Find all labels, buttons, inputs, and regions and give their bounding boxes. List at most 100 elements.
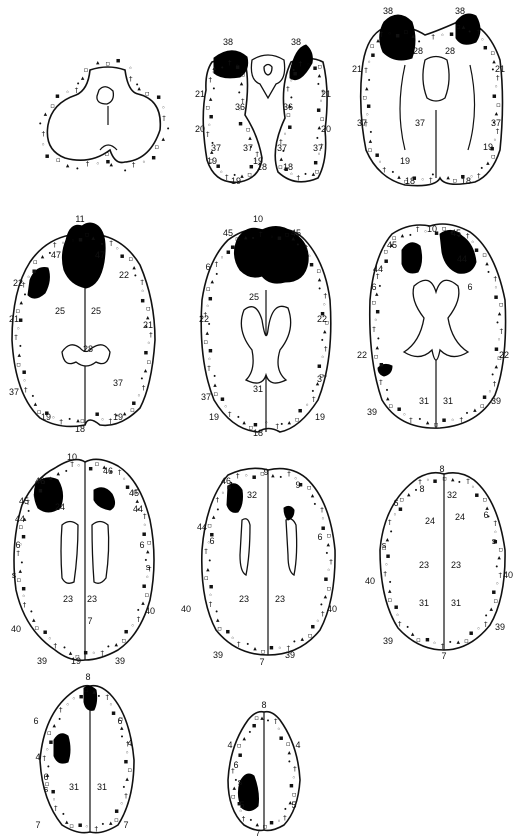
area-label: 47 <box>51 250 61 260</box>
area-label: 24 <box>455 512 465 522</box>
cortical-marker-icon: ◦ <box>141 288 145 296</box>
cortical-marker-icon: ◦ <box>497 336 501 344</box>
area-label: 37 <box>113 378 123 388</box>
cortical-marker-icon: † <box>493 380 497 388</box>
cortical-marker-icon: ◦ <box>71 237 75 245</box>
cortical-marker-icon: ∙ <box>123 167 127 175</box>
cortical-marker-icon: ▫ <box>128 255 133 263</box>
cortical-marker-icon: ∙ <box>279 473 283 481</box>
cortical-marker-icon: ∙ <box>249 816 253 824</box>
cortical-marker-icon: ▴ <box>280 155 284 163</box>
cortical-marker-icon: ◦ <box>319 97 323 105</box>
cortical-marker-icon: ∙ <box>289 94 293 102</box>
cortical-marker-icon: ▴ <box>34 400 38 408</box>
cortical-marker-icon: ▪ <box>492 92 497 100</box>
cortical-marker-icon: ▫ <box>456 23 461 31</box>
cortical-marker-icon: ▪ <box>324 575 329 583</box>
cortical-marker-icon: ▴ <box>288 798 292 806</box>
cortical-marker-icon: ∙ <box>234 776 238 784</box>
cortical-marker-icon: ◦ <box>493 136 497 144</box>
cortical-marker-icon: † <box>500 327 504 335</box>
cortical-marker-icon: † <box>364 67 368 75</box>
cortical-marker-icon: ▫ <box>217 625 222 633</box>
cortical-marker-icon: ▫ <box>370 42 375 50</box>
cortical-marker-icon: ▪ <box>386 552 391 560</box>
cortical-marker-icon: ▫ <box>37 408 42 416</box>
cortical-marker-icon: ▴ <box>451 475 455 483</box>
cortical-marker-icon: ∙ <box>448 638 452 646</box>
cortical-marker-icon: ◦ <box>125 749 129 757</box>
cortical-marker-icon: ∙ <box>58 715 62 723</box>
cortical-marker-icon: ▴ <box>242 419 246 427</box>
cortical-marker-icon: ▫ <box>127 766 132 774</box>
cortical-marker-icon: † <box>23 601 27 609</box>
cortical-marker-icon: ∙ <box>266 717 270 725</box>
cortical-marker-icon: † <box>287 470 291 478</box>
cortical-marker-icon: ◦ <box>421 176 425 184</box>
cortical-marker-icon: ▴ <box>375 343 379 351</box>
cortical-marker-icon: ▴ <box>206 565 210 573</box>
lesion-premotor-left <box>54 734 70 763</box>
cortical-marker-icon: † <box>494 275 498 283</box>
cortical-marker-icon: ▫ <box>50 102 55 110</box>
cortical-marker-icon: ▫ <box>95 460 100 468</box>
cortical-marker-icon: ∙ <box>417 37 421 45</box>
cortical-marker-icon: † <box>208 76 212 84</box>
cortical-marker-icon: ∙ <box>325 549 329 557</box>
cortical-marker-icon: ▴ <box>327 541 331 549</box>
cortical-marker-icon: ◦ <box>238 106 242 114</box>
area-label: 40 <box>11 624 21 634</box>
cortical-marker-icon: † <box>312 396 316 404</box>
cortical-marker-icon: ▴ <box>485 504 489 512</box>
cortical-marker-icon: ◦ <box>374 317 378 325</box>
area-label: 7 <box>35 820 40 830</box>
area-label: 4 <box>295 740 300 750</box>
area-label: 38 <box>383 6 393 16</box>
cortical-marker-icon: † <box>126 740 130 748</box>
cortical-marker-icon: ▴ <box>146 547 150 555</box>
area-label: 24 <box>425 516 435 526</box>
area-label: 18 <box>253 428 263 438</box>
cortical-marker-icon: ▴ <box>66 161 70 169</box>
cortical-marker-icon: ∙ <box>414 486 418 494</box>
area-label: 23 <box>239 594 249 604</box>
cortical-marker-icon: † <box>441 643 445 651</box>
area-label: 10 <box>253 214 263 224</box>
cortical-marker-icon: ▪ <box>45 409 50 417</box>
cortical-marker-icon: ▫ <box>247 170 252 178</box>
area-label: 21 <box>352 64 362 74</box>
cortical-marker-icon: ▴ <box>316 379 320 387</box>
area-label: 23 <box>419 560 429 570</box>
cortical-marker-icon: ◦ <box>305 402 309 410</box>
cortical-marker-icon: ◦ <box>22 592 26 600</box>
cortical-marker-icon: † <box>24 386 28 394</box>
cortical-marker-icon: ▫ <box>34 624 39 632</box>
cortical-marker-icon: ▫ <box>442 474 447 482</box>
cortical-marker-icon: ∙ <box>215 270 219 278</box>
cortical-marker-icon: ▴ <box>123 410 127 418</box>
cortical-marker-icon: ∙ <box>418 415 422 423</box>
cortical-marker-icon: ▪ <box>395 32 400 40</box>
area-label: 44 <box>457 254 467 264</box>
cortical-marker-icon: ▫ <box>499 300 504 308</box>
cortical-marker-icon: ∙ <box>385 386 389 394</box>
cortical-marker-icon: ▫ <box>249 423 254 431</box>
cortical-marker-icon: ◦ <box>109 701 113 709</box>
area-label: 18 <box>257 162 267 172</box>
cortical-marker-icon: ▪ <box>469 629 474 637</box>
area-label: 23 <box>63 594 73 604</box>
cortical-marker-icon: ◦ <box>426 477 430 485</box>
cortical-marker-icon: ▴ <box>486 159 490 167</box>
cortical-marker-icon: ▴ <box>146 314 150 322</box>
cortical-marker-icon: ▫ <box>404 28 409 36</box>
cortical-marker-icon: † <box>59 706 63 714</box>
cortical-marker-icon: ◦ <box>48 635 52 643</box>
cortical-marker-icon: ▪ <box>238 751 243 759</box>
cortical-marker-icon: ▫ <box>295 415 300 423</box>
cortical-marker-icon: ◦ <box>396 611 400 619</box>
area-label: 39 <box>491 396 501 406</box>
cortical-marker-icon: ◦ <box>220 254 224 262</box>
cortical-marker-icon: ◦ <box>23 377 27 385</box>
cortical-marker-icon: ◦ <box>327 567 331 575</box>
